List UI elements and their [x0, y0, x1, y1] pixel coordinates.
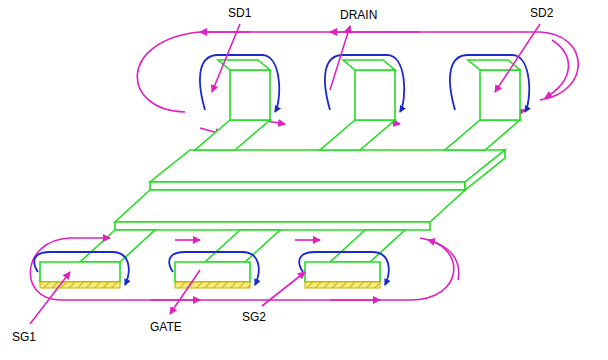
gate-metal: [40, 190, 465, 282]
current-loop: [137, 32, 578, 134]
terminal-label: SG1: [10, 330, 38, 344]
terminal-label: SD2: [528, 6, 555, 20]
current-loop: [30, 238, 458, 300]
gate-oxide: [40, 282, 380, 288]
terminal-label: SG2: [240, 310, 268, 324]
drain-metal: [150, 60, 520, 190]
eddy-current: [34, 252, 389, 285]
terminal-label: DRAIN: [338, 8, 379, 22]
terminal-label: SD1: [226, 6, 253, 20]
terminal-label: GATE: [148, 320, 184, 334]
eddy-current: [200, 55, 529, 112]
leader-arrow: [30, 24, 540, 324]
